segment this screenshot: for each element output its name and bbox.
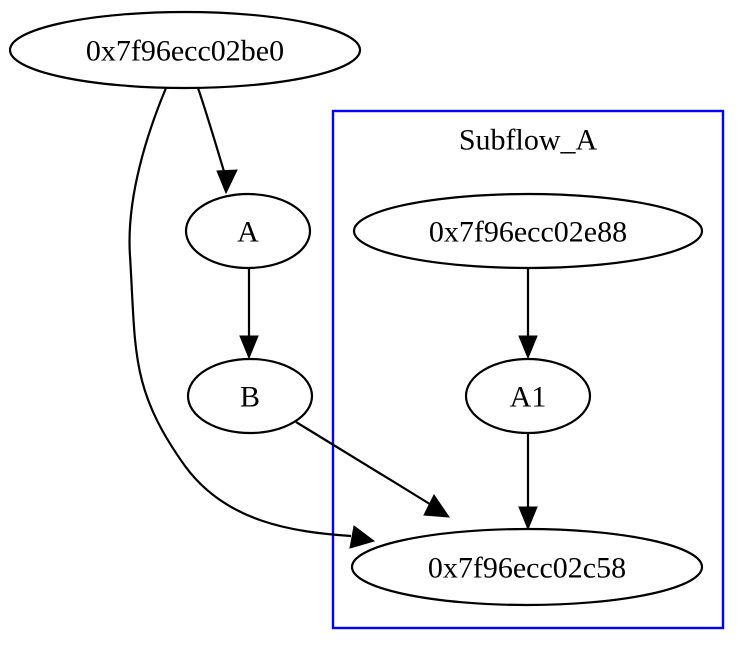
node-b[interactable]: B bbox=[186, 357, 314, 435]
node-0x7f96ecc02c58[interactable]: 0x7f96ecc02c58 bbox=[350, 527, 704, 607]
node-layer: 0x7f96ecc02be0 A B 0x7f96ecc02e88 A1 0x7 bbox=[8, 10, 704, 607]
arrowhead-icon bbox=[239, 335, 259, 360]
edge-e88-to-a1[interactable] bbox=[518, 268, 538, 360]
edge-a1-to-c58[interactable] bbox=[518, 433, 538, 531]
node-label: A bbox=[237, 216, 259, 249]
node-label: 0x7f96ecc02c58 bbox=[428, 552, 626, 585]
node-shape bbox=[186, 357, 314, 435]
node-label: 0x7f96ecc02e88 bbox=[429, 216, 627, 249]
cluster-label-subflow-a: Subflow_A bbox=[459, 124, 598, 157]
arrowhead-icon bbox=[423, 494, 451, 518]
edge-line bbox=[128, 87, 352, 538]
node-shape bbox=[352, 192, 704, 270]
node-label: 0x7f96ecc02be0 bbox=[86, 35, 284, 68]
edge-line bbox=[295, 421, 434, 507]
cluster-subflow-a[interactable]: Subflow_A bbox=[331, 109, 725, 630]
edge-be0-to-c58[interactable] bbox=[128, 87, 376, 549]
node-a1[interactable]: A1 bbox=[464, 357, 592, 435]
node-label: B bbox=[240, 381, 260, 414]
node-shape bbox=[8, 10, 362, 90]
node-label: A1 bbox=[510, 381, 547, 414]
node-a[interactable]: A bbox=[184, 192, 312, 270]
edge-line bbox=[196, 87, 228, 179]
node-shape bbox=[350, 527, 704, 607]
node-0x7f96ecc02be0[interactable]: 0x7f96ecc02be0 bbox=[8, 10, 362, 90]
arrowhead-icon bbox=[349, 525, 376, 549]
edge-layer bbox=[128, 87, 538, 549]
node-0x7f96ecc02e88[interactable]: 0x7f96ecc02e88 bbox=[352, 192, 704, 270]
arrowhead-icon bbox=[518, 335, 538, 360]
node-shape bbox=[464, 357, 592, 435]
edge-be0-to-a[interactable] bbox=[196, 87, 238, 195]
arrowhead-icon bbox=[518, 506, 538, 531]
arrowhead-icon bbox=[216, 169, 238, 195]
cluster-border bbox=[331, 109, 725, 630]
node-shape bbox=[184, 192, 312, 270]
edge-b-to-c58[interactable] bbox=[295, 421, 451, 518]
edge-a-to-b[interactable] bbox=[239, 268, 259, 360]
